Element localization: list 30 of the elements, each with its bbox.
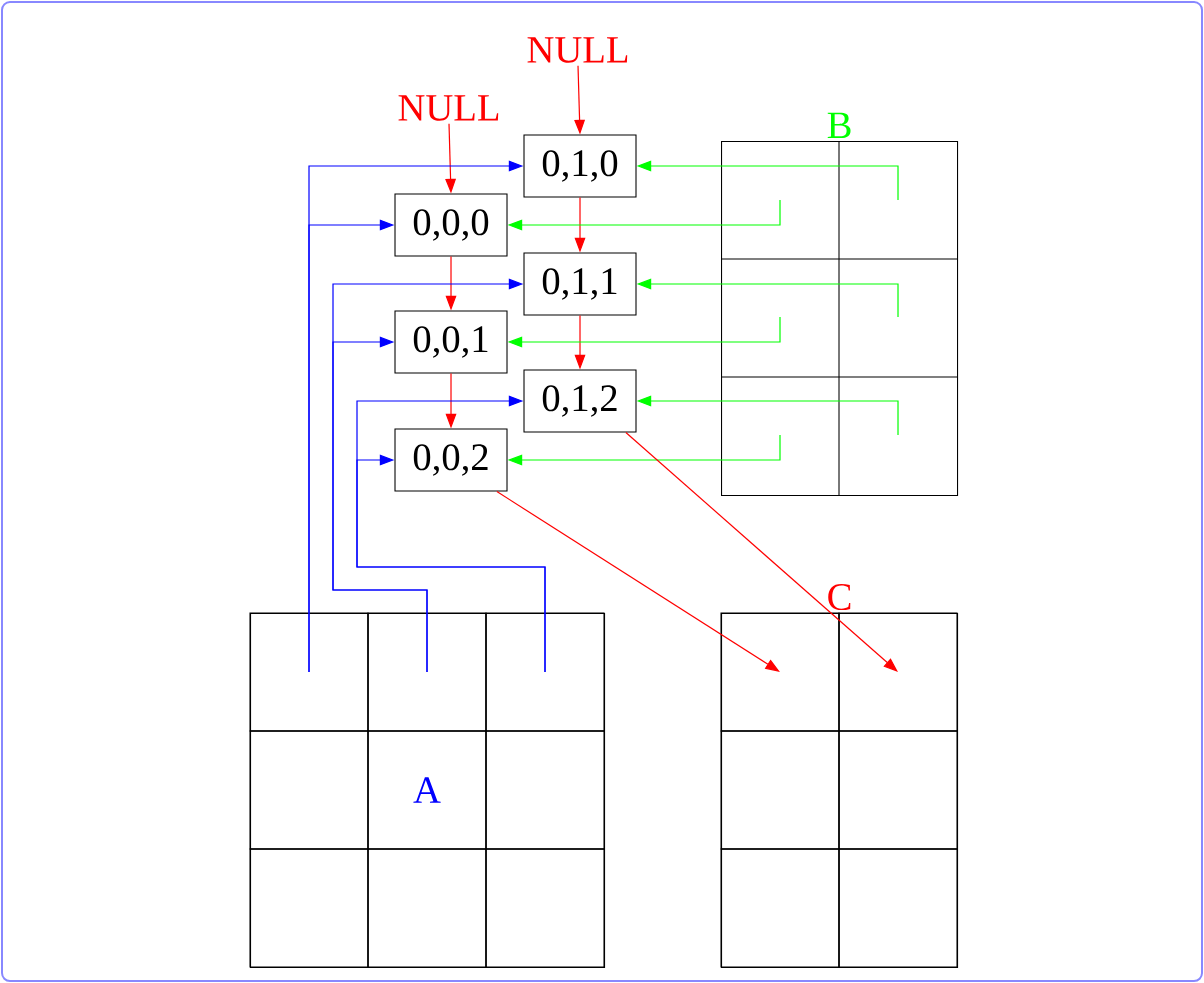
- grid: B: [720, 112, 959, 497]
- list-box: 0,1,1: [523, 252, 637, 316]
- list-box: 0,1,2: [523, 369, 637, 433]
- grid-cell: [367, 612, 487, 732]
- grid-cell: A: [367, 730, 487, 850]
- null-label: NULL: [527, 37, 628, 63]
- grid-cell: [838, 612, 958, 732]
- node-label: B: [827, 112, 851, 139]
- list-box: 0,0,2: [394, 428, 508, 492]
- node-label: C: [828, 584, 851, 611]
- list-box: 0,0,0: [394, 193, 508, 257]
- grid-cell: [720, 612, 840, 732]
- list-box: 0,0,1: [394, 310, 508, 374]
- null-label: NULL: [398, 95, 499, 121]
- arrow: [496, 490, 780, 672]
- grid-cell: [249, 612, 369, 732]
- arrow: [356, 454, 546, 673]
- arrow: [332, 336, 428, 673]
- grid-cell: [485, 730, 605, 850]
- grid-cell: [367, 848, 487, 968]
- grid-cell: [485, 612, 605, 732]
- arrow: [625, 431, 898, 672]
- list-box: 0,1,0: [523, 134, 637, 198]
- grid-cell: [838, 848, 958, 968]
- grid-cell: [249, 848, 369, 968]
- grid-cell: [720, 730, 840, 850]
- grid-cell: [485, 848, 605, 968]
- grid-cell: [720, 848, 840, 968]
- grid-cell: [838, 730, 958, 850]
- grid-cell: [249, 730, 369, 850]
